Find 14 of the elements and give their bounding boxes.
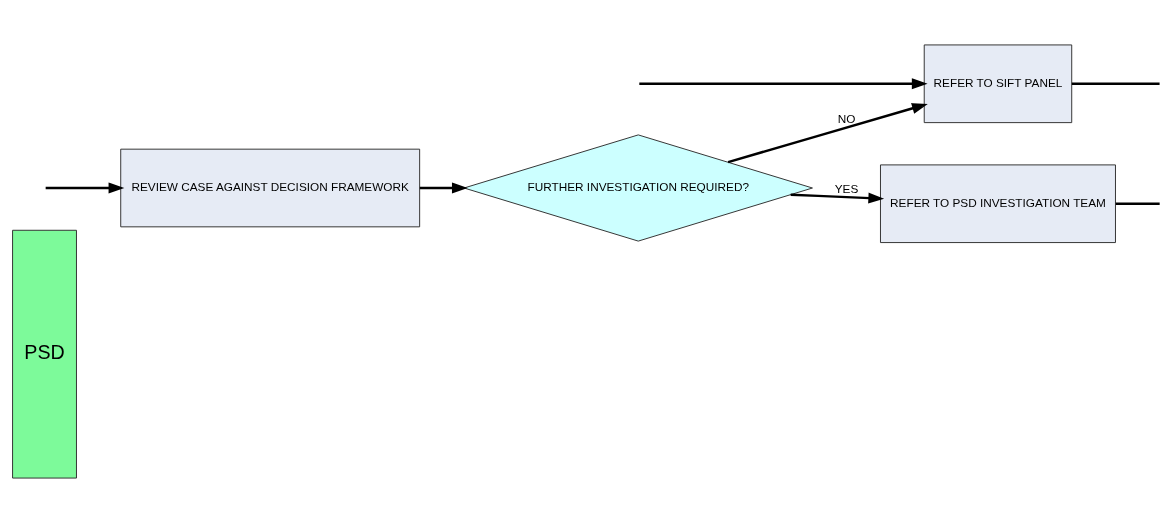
arrow	[639, 78, 928, 90]
node-box: REFER TO PSD INVESTIGATION TEAM	[880, 164, 1116, 244]
arrow	[419, 182, 468, 194]
edge-label: NO	[837, 111, 856, 125]
node-box: REFER TO SIFT PANEL	[923, 44, 1073, 124]
node-box: REVIEW CASE AGAINST DECISION FRAMEWORK	[120, 148, 421, 228]
connector	[1071, 82, 1160, 85]
arrow	[790, 192, 885, 204]
connector	[1115, 202, 1160, 205]
arrow	[727, 103, 928, 164]
arrow	[45, 182, 125, 194]
node-diamond: FURTHER INVESTIGATION REQUIRED?	[463, 134, 813, 242]
node-box: PSD	[12, 229, 77, 479]
edge-label: YES	[834, 181, 859, 195]
